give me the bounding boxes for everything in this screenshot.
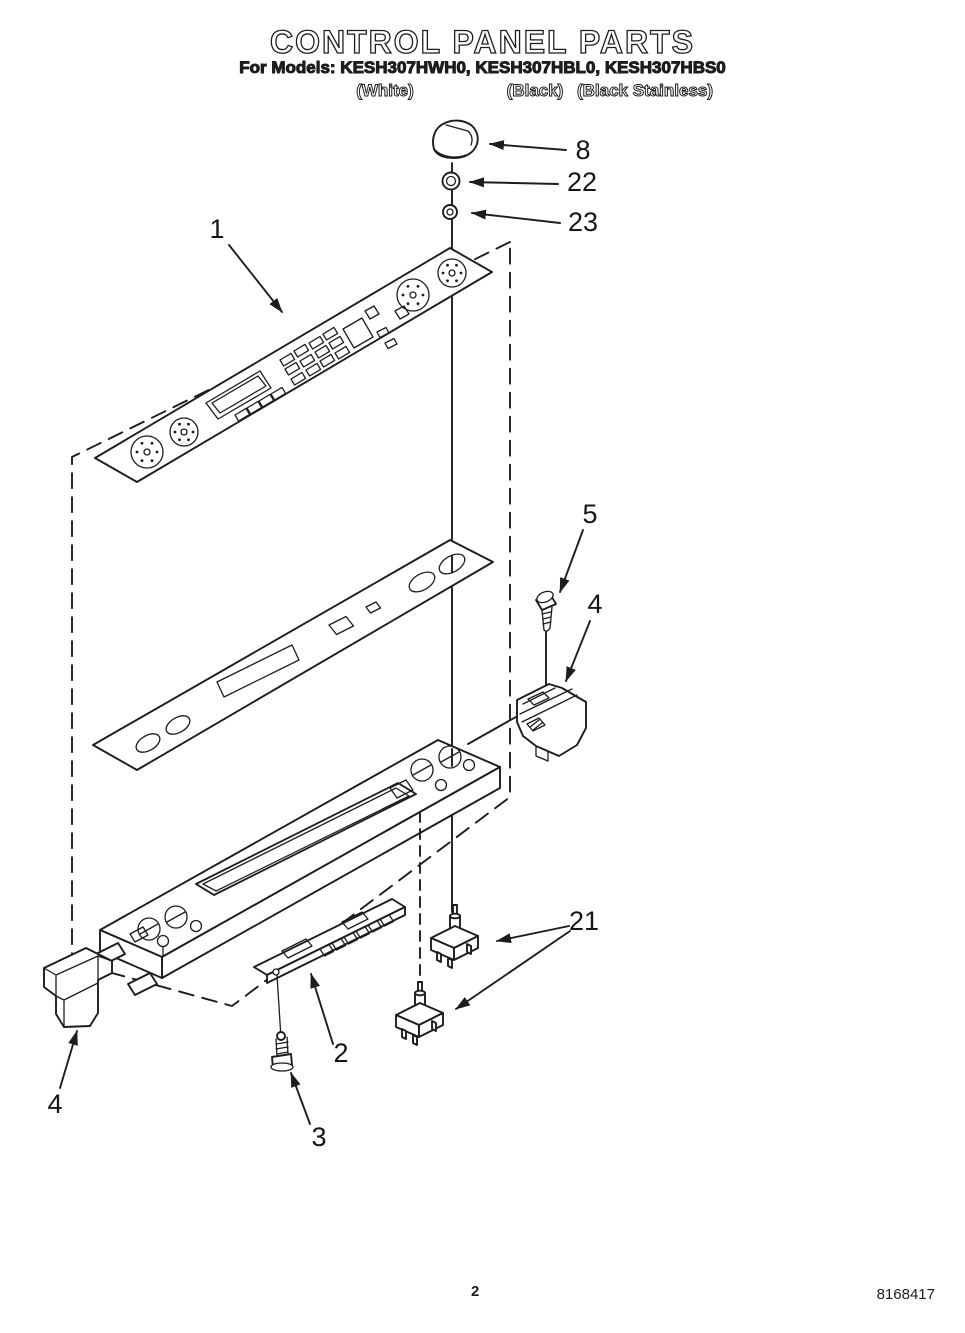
knob-shaft-holes-right	[410, 745, 476, 792]
page-number: 2	[471, 1283, 480, 1300]
bracket-screw	[535, 590, 557, 632]
panel-insert-strip	[92, 539, 494, 771]
callout-board: 2	[333, 1038, 348, 1068]
control-board	[253, 898, 406, 1039]
control-panel-overlay	[94, 247, 493, 483]
display-window	[205, 370, 272, 420]
callout-board-screw: 3	[311, 1122, 326, 1152]
control-knob	[432, 119, 479, 159]
callout-panel: 1	[209, 214, 224, 244]
hex-nut	[441, 171, 461, 191]
finish-black-stainless-label: (Black Stainless)	[576, 81, 714, 101]
dashed-enclosure-outline	[71, 241, 511, 1007]
burner-icon-right-rear	[396, 278, 430, 312]
rotary-switch-lower	[395, 981, 444, 1046]
callout-bracket-screw: 5	[582, 499, 597, 529]
callout-endcap-right: 4	[587, 589, 602, 619]
control-panel-body	[95, 739, 501, 996]
document-number: 8168417	[876, 1286, 935, 1303]
knob-shaft-holes-left	[137, 905, 203, 956]
burner-icon-left-rear	[169, 417, 199, 447]
bracket-alignment-line	[467, 712, 524, 745]
callout-arrows	[59, 140, 591, 1125]
callout-endcap-left: 4	[47, 1089, 62, 1119]
endcap-bracket-right	[516, 683, 587, 762]
board-screw	[270, 1031, 294, 1072]
finish-white-label: (White)	[356, 81, 415, 101]
keypad-buttons	[234, 305, 410, 422]
callout-nut: 22	[567, 167, 597, 197]
callout-switches: 21	[569, 906, 599, 936]
rotary-switch-upper	[430, 904, 479, 969]
callout-washer: 23	[568, 207, 598, 237]
models-line: For Models: KESH307HWH0, KESH307HBL0, KE…	[239, 58, 727, 78]
display-opening	[195, 779, 417, 896]
board-connector-teeth	[319, 913, 395, 957]
endcap-bracket-left	[43, 947, 113, 1028]
callout-knob: 8	[575, 135, 590, 165]
burner-icon-left-front	[130, 435, 164, 469]
page-title: CONTROL PANEL PARTS	[269, 23, 695, 60]
washer	[442, 204, 458, 220]
finish-black-label: (Black)	[506, 81, 564, 101]
burner-icon-right-front	[437, 258, 467, 288]
